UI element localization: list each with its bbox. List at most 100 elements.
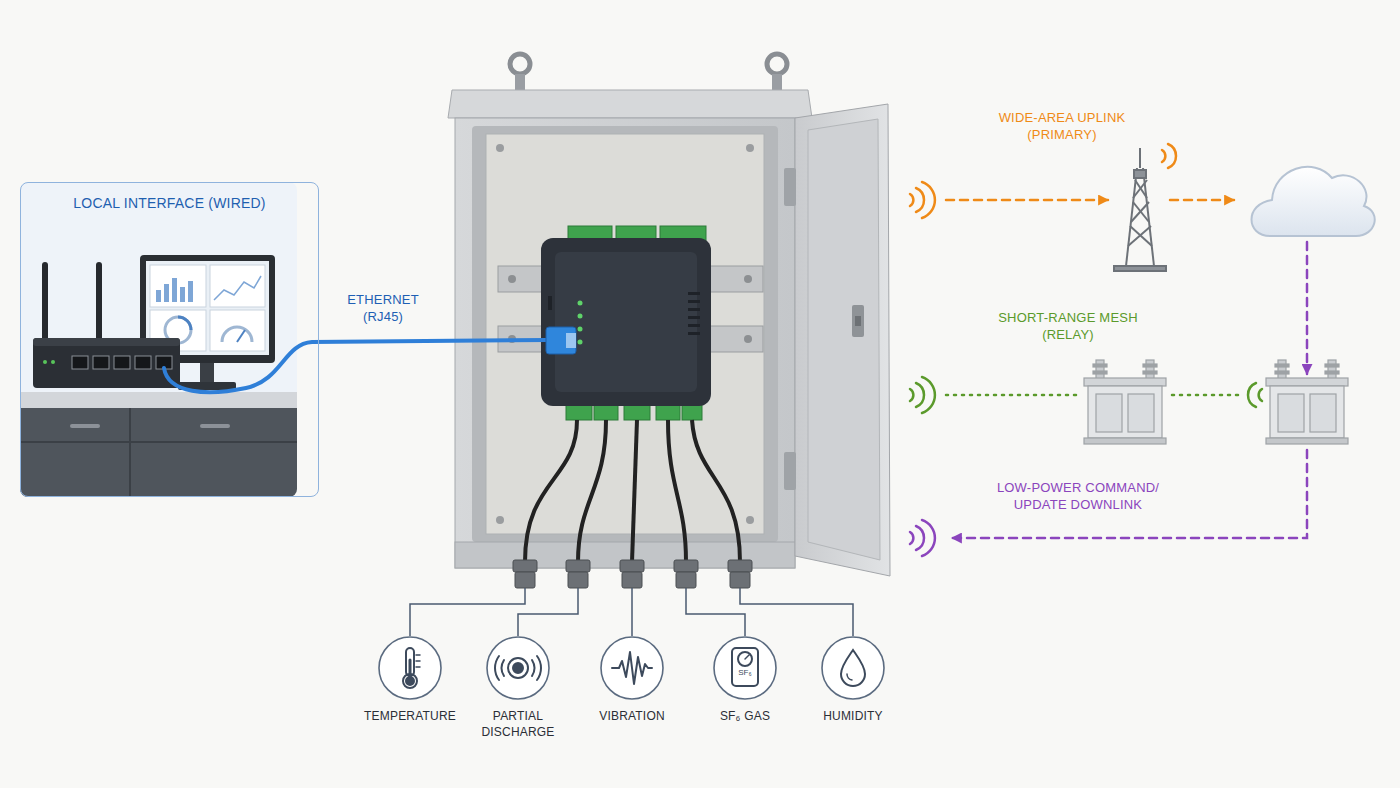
sensor-icon: SF₆SF₆ GAS: [677, 636, 813, 725]
sensor-cable: [668, 420, 686, 562]
cell-tower: [1135, 180, 1147, 198]
transformer: [1128, 394, 1154, 432]
sensor-badge: [600, 636, 664, 700]
controller-module: [578, 340, 583, 345]
uplink-path: [910, 144, 1234, 218]
sensor-circle: [714, 637, 776, 699]
local-interface-scene: [135, 356, 151, 369]
ethernet-cable: [546, 327, 576, 354]
din-rail: [744, 335, 752, 343]
sensor-circle: [601, 637, 663, 699]
local-interface-scene: [210, 265, 265, 307]
sensor-symbol: [612, 652, 652, 684]
local-interface-scene: [70, 424, 100, 428]
local-interface-scene: [129, 408, 131, 497]
transformer: [1275, 364, 1289, 367]
controller-module: [548, 296, 552, 310]
controller-module: [541, 238, 711, 406]
cable-gland: [513, 560, 537, 572]
downlink-path: [952, 450, 1307, 538]
transformer: [1084, 360, 1166, 444]
controller-module: [578, 301, 583, 306]
controller-module: [578, 327, 583, 332]
controller-module: [688, 316, 700, 319]
transformer: [1084, 438, 1166, 444]
cable-gland: [674, 560, 698, 572]
local-interface-scene: [200, 362, 214, 384]
sensor-circle: [822, 637, 884, 699]
enclosure: [510, 54, 530, 74]
local-interface-scene: [222, 327, 252, 342]
enclosure: [486, 134, 764, 534]
local-interface-scene: [172, 278, 177, 302]
downlink-path: [916, 526, 924, 550]
enclosure: [746, 516, 754, 524]
sensor-badge: [821, 636, 885, 700]
sensor-icon: VIBRATION: [564, 636, 700, 725]
uplink-path: [946, 199, 1108, 202]
cell-tower: [1131, 202, 1149, 222]
local-interface-scene: [51, 360, 55, 364]
local-interface-scene: [20, 441, 297, 443]
ethernet-cable: [164, 327, 576, 392]
transformer: [1270, 386, 1344, 438]
sensor-cable: [578, 420, 606, 562]
sensor-badge: [378, 636, 442, 700]
controller-module: [688, 332, 700, 335]
sensor-label: HUMIDITY: [788, 709, 918, 725]
enclosure: [772, 74, 782, 90]
local-interface-scene: [210, 310, 265, 351]
sensor-badge: [486, 636, 550, 700]
link-label: LOW-POWER COMMAND/ UPDATE DOWNLINK: [986, 480, 1171, 514]
transformer: [1328, 360, 1336, 380]
transformer: [1084, 378, 1166, 386]
local-interface-scene: [180, 287, 185, 302]
transformer: [1278, 394, 1304, 432]
enclosure: [784, 452, 796, 490]
mesh-path: [1259, 389, 1262, 401]
transformer: [1093, 371, 1107, 374]
transformer: [1325, 364, 1339, 367]
enclosure: [455, 118, 795, 568]
mesh-path: [910, 389, 913, 401]
enclosure: [852, 305, 864, 337]
uplink-path: [1168, 144, 1176, 168]
local-interface-scene: [33, 338, 180, 388]
enclosure: [496, 516, 504, 524]
enclosure: [496, 144, 504, 152]
enclosure: [855, 316, 861, 326]
local-interface-scene: [150, 265, 206, 307]
controller-module: [541, 226, 711, 420]
controller-module: [688, 292, 700, 295]
uplink-path: [1170, 199, 1234, 202]
local-interface-scene: [20, 392, 297, 408]
cable-label: ETHERNET (RJ45): [328, 292, 438, 326]
local-interface-scene: [20, 182, 297, 497]
transformer: [1146, 360, 1154, 380]
link-label: WIDE-AREA UPLINK (PRIMARY): [982, 110, 1142, 144]
uplink-path: [922, 182, 935, 218]
mesh-path: [946, 394, 1078, 397]
cell-tower: [1114, 148, 1166, 271]
controller-module: [688, 308, 700, 311]
sensor-symbol: [732, 648, 758, 686]
mesh-path: [1172, 394, 1244, 397]
uplink-path: [910, 194, 913, 206]
sensor-cable: [525, 420, 577, 562]
local-interface-scene: [42, 262, 48, 342]
enclosure: [784, 168, 796, 206]
cloud: [1252, 167, 1375, 236]
local-interface-scene: [33, 338, 180, 346]
gauge-marking: SF₆: [713, 668, 777, 678]
cable-gland: [515, 572, 535, 588]
enclosure: [808, 119, 880, 560]
cable-gland: [566, 560, 590, 572]
sensor-lead: [410, 588, 525, 636]
sensor-cable: [632, 420, 637, 562]
transformer: [1088, 386, 1162, 438]
cable-gland: [622, 572, 642, 588]
sensor-lead: [686, 588, 745, 636]
sensor-icon-art: [486, 636, 550, 700]
local-interface-scene: [20, 408, 297, 497]
